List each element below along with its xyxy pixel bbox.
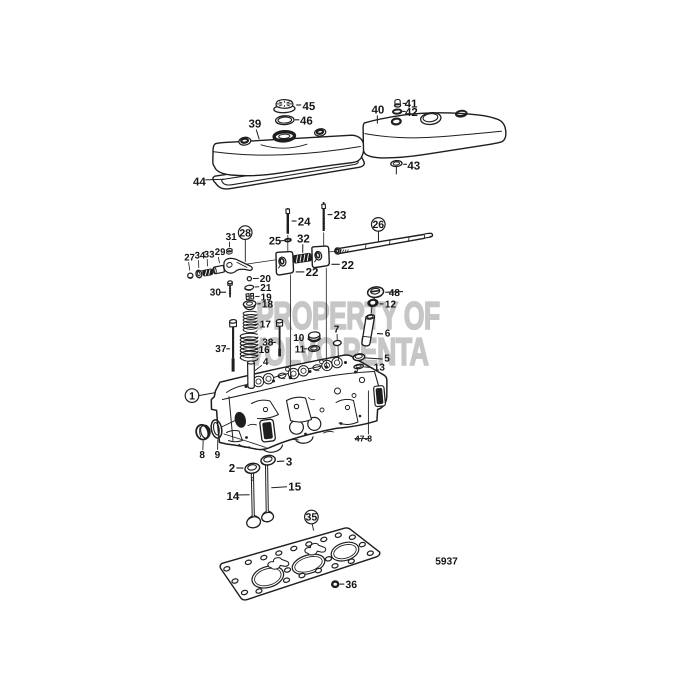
svg-text:41: 41 xyxy=(405,99,418,111)
svg-text:19: 19 xyxy=(261,292,273,303)
svg-text:28: 28 xyxy=(239,227,251,239)
svg-text:6: 6 xyxy=(385,329,391,340)
svg-text:22: 22 xyxy=(306,267,319,279)
svg-text:5937: 5937 xyxy=(435,556,458,567)
svg-text:43: 43 xyxy=(407,161,420,173)
svg-text:23: 23 xyxy=(334,210,347,222)
svg-text:35: 35 xyxy=(306,512,318,524)
svg-text:18: 18 xyxy=(262,300,274,311)
svg-text:44: 44 xyxy=(193,176,206,188)
svg-text:27: 27 xyxy=(184,252,195,263)
svg-text:21: 21 xyxy=(260,283,272,294)
svg-text:12: 12 xyxy=(385,300,397,311)
svg-text:13: 13 xyxy=(374,363,386,374)
svg-text:25: 25 xyxy=(269,235,281,247)
svg-text:46: 46 xyxy=(300,115,313,127)
svg-text:17: 17 xyxy=(260,320,272,331)
svg-text:10: 10 xyxy=(293,333,305,344)
svg-text:39: 39 xyxy=(249,118,262,130)
svg-text:11: 11 xyxy=(295,344,306,355)
svg-text:24: 24 xyxy=(298,216,311,228)
svg-text:45: 45 xyxy=(303,101,316,113)
svg-text:15: 15 xyxy=(288,481,301,493)
svg-text:30: 30 xyxy=(210,287,222,298)
svg-text:31: 31 xyxy=(226,232,238,243)
svg-text:29: 29 xyxy=(215,247,226,258)
svg-text:14: 14 xyxy=(227,491,240,503)
svg-text:2: 2 xyxy=(229,463,235,475)
svg-text:36: 36 xyxy=(345,579,357,591)
svg-text:8: 8 xyxy=(199,450,205,461)
svg-text:40: 40 xyxy=(372,104,385,116)
svg-text:22: 22 xyxy=(341,260,354,272)
svg-text:34: 34 xyxy=(195,250,206,261)
svg-text:5: 5 xyxy=(384,354,390,365)
svg-text:20: 20 xyxy=(260,274,272,285)
svg-text:7: 7 xyxy=(334,324,340,335)
svg-text:42: 42 xyxy=(405,107,418,119)
svg-text:38: 38 xyxy=(262,338,274,349)
svg-text:4: 4 xyxy=(263,357,269,368)
svg-text:16: 16 xyxy=(259,345,271,356)
svg-text:48: 48 xyxy=(389,288,401,299)
svg-text:26: 26 xyxy=(372,219,384,231)
svg-text:1: 1 xyxy=(189,390,195,402)
svg-text:PROPERTY OF: PROPERTY OF xyxy=(256,295,440,338)
svg-text:9: 9 xyxy=(215,450,221,461)
svg-text:32: 32 xyxy=(297,234,310,246)
svg-text:37: 37 xyxy=(215,344,227,355)
svg-text:33: 33 xyxy=(204,249,215,260)
svg-text:3: 3 xyxy=(286,457,292,469)
